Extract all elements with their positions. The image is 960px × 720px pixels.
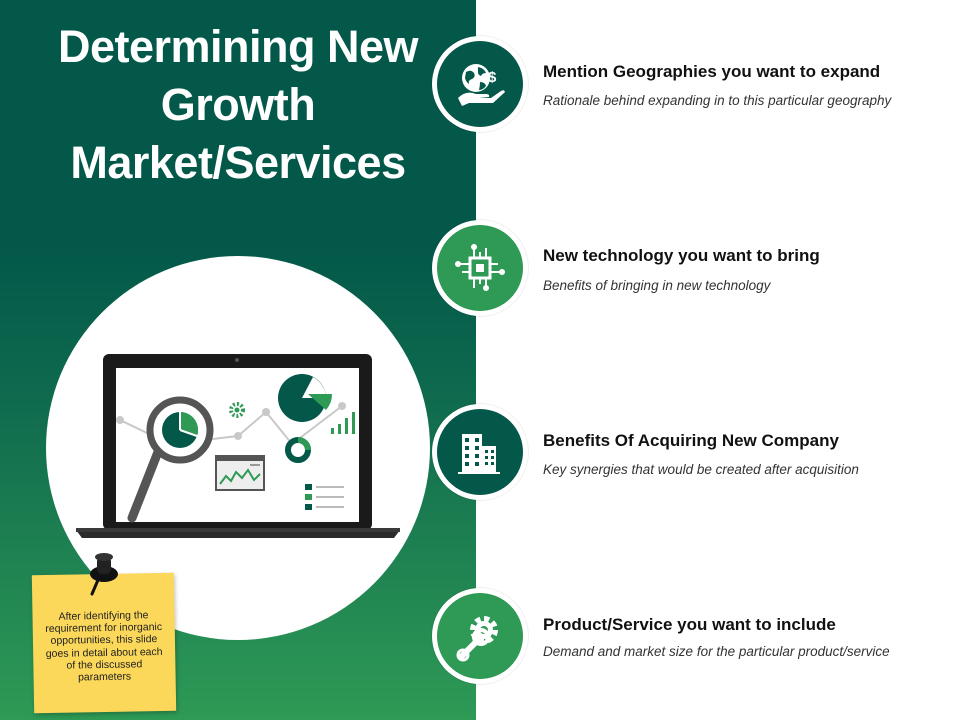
item-3-icon-ring [432,404,528,500]
slide-title: Determining New Growth Market/Services [57,21,419,188]
item-4-subtext: Demand and market size for the particula… [543,644,890,659]
svg-text:$: $ [488,69,497,86]
item-2-icon-ring [432,220,528,316]
item-1-subtext: Rationale behind expanding in to this pa… [543,93,892,108]
item-1-heading: Mention Geographies you want to expand [543,62,881,81]
item-4-icon-ring [432,588,528,684]
item-2-icon-disc [437,225,523,311]
push-pin-icon [90,553,118,596]
item-2-heading: New technology you want to bring [543,246,820,265]
item-3-heading: Benefits Of Acquiring New Company [543,431,839,450]
item-4-icon-disc [437,593,523,679]
office-building-icon [458,434,500,474]
gear-wrench-icon [456,616,498,662]
item-2-subtext: Benefits of bringing in new technology [543,278,771,293]
sticky-note-text: After identifying the requirement for in… [45,609,163,684]
item-1-icon-disc: $ [437,41,523,127]
item-3-icon-disc [437,409,523,495]
item-3-subtext: Key synergies that would be created afte… [543,462,859,477]
chip-circuit-icon [455,244,505,291]
item-1-icon-ring: $ [432,36,528,132]
left-panel: Determining New Growth Market/Services [0,0,476,720]
globe-dollar-hand-icon: $ [458,64,505,106]
item-4-heading: Product/Service you want to include [543,615,836,634]
laptop-analytics-illustration [76,354,400,538]
